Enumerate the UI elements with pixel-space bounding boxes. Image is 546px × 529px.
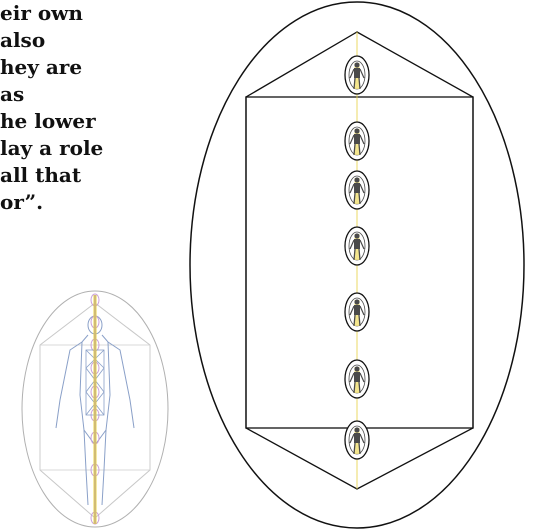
- figure-medallion: [345, 171, 369, 209]
- figure-medallion: [345, 293, 369, 331]
- figure-medallion: [345, 122, 369, 160]
- figure-medallion: [345, 421, 369, 459]
- figure-medallion: [345, 227, 369, 265]
- figure-medallion: [345, 360, 369, 398]
- figure-medallion: [345, 56, 369, 94]
